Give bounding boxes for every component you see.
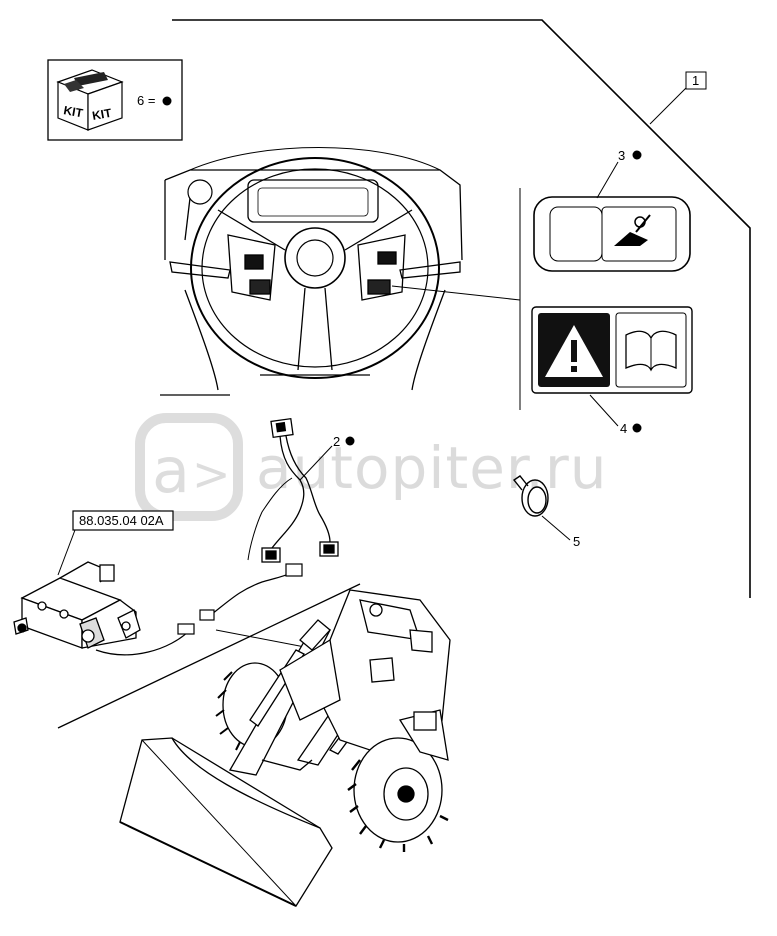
kit-box-icon: KIT KIT [56, 69, 124, 131]
kit-legend-label: 6 = [137, 93, 155, 108]
callout-3-label: 3 [618, 148, 625, 163]
callout-1[interactable]: 1 [649, 71, 707, 125]
callout-1-label: 1 [692, 73, 699, 88]
callout-5[interactable]: 5 [541, 515, 580, 549]
callout-4-label: 4 [620, 421, 627, 436]
reference-box-label: 88.035.04 02A [79, 513, 164, 528]
callout-2-label: 2 [333, 434, 340, 449]
callout-3[interactable]: 3 [596, 148, 642, 199]
bucket-icon [614, 232, 648, 246]
callout-5-label: 5 [573, 534, 580, 549]
watermark: a > autopiter.ru [135, 413, 607, 521]
kit-text-left: KIT [62, 103, 84, 120]
callout-4-dot-icon [632, 423, 642, 433]
watermark-text: autopiter.ru [256, 434, 607, 502]
watermark-logo-arrow: > [192, 447, 231, 501]
group-separator [57, 583, 361, 729]
wire-harness [247, 417, 339, 563]
callout-3-dot-icon [632, 150, 642, 160]
leader-wheel-to-decal [391, 285, 521, 301]
callout-2[interactable]: 2 [299, 434, 355, 481]
switch-decal [533, 196, 691, 272]
kit-text-right: KIT [91, 106, 113, 123]
group-frame-line [172, 19, 751, 598]
kit-dot-icon [162, 96, 172, 106]
steering-wheel-dashboard [160, 147, 463, 396]
reference-box[interactable]: 88.035.04 02A [57, 510, 174, 576]
leader-harness-to-loader [215, 629, 311, 649]
callout-4[interactable]: 4 [589, 394, 642, 436]
tractor-loader [119, 589, 451, 907]
hydraulic-valve [13, 561, 141, 649]
valve-harness [95, 563, 303, 656]
kit-legend: KIT KIT 6 = [47, 59, 183, 141]
cable-tie [512, 475, 549, 517]
warning-manual-decal [531, 306, 693, 394]
watermark-logo-a: a [152, 434, 190, 507]
callout-2-dot-icon [345, 436, 355, 446]
